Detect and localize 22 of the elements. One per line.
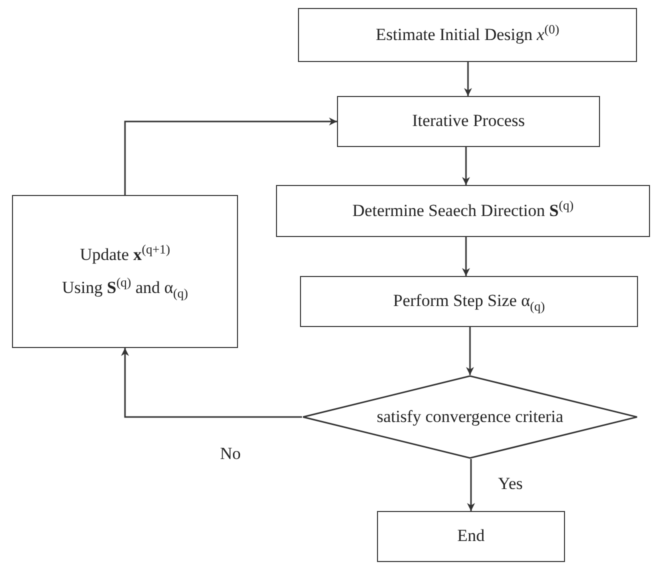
node-text: Determine Seaech Direction S$^{(q)}$ (352, 200, 574, 222)
arrow (462, 237, 470, 276)
process-box (12, 195, 238, 348)
arrow (124, 118, 337, 195)
process-box (298, 8, 637, 62)
process-box (300, 276, 638, 327)
decision-diamond (302, 375, 638, 459)
arrow (121, 348, 302, 418)
node-text: satisfy convergence criteria (376, 406, 564, 428)
process-box (337, 96, 600, 147)
node-text: Using S$^{(q)}$ and α$_{(q)}$ (62, 278, 188, 298)
node-text: Perform Step Size α$_{(q)}$ (393, 291, 545, 312)
node-text: Estimate Initial Design x$^{(0)}$ (376, 24, 560, 46)
node-text: Update x$^{(q+1)}$ (80, 245, 170, 266)
arrow (462, 147, 470, 185)
arrow (464, 62, 472, 96)
process-box (276, 185, 650, 237)
node-text: End (457, 526, 485, 547)
node-text: Iterative Process (412, 111, 525, 132)
arrow (466, 327, 474, 375)
arrow (467, 459, 475, 511)
terminal-box (377, 511, 565, 562)
